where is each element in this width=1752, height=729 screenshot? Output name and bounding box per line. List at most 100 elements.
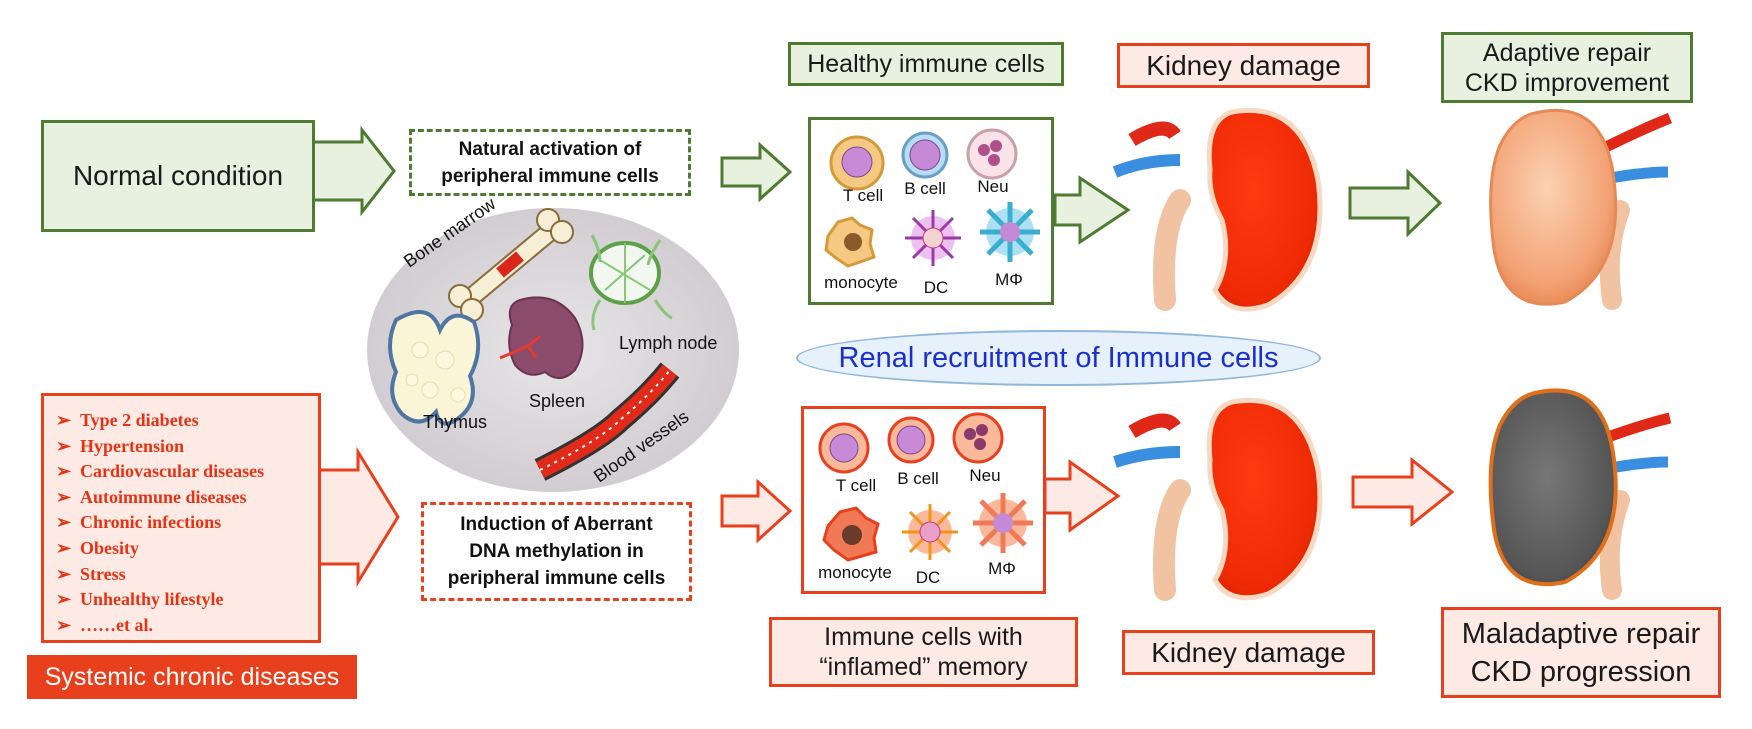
spleen-icon [499, 296, 584, 379]
bullet-arrow-icon: ➢ [56, 589, 72, 610]
inflamed-t-cell-label: T cell [835, 476, 877, 495]
bullet-arrow-icon: ➢ [56, 410, 72, 430]
arrow-kidney-to-adaptive [1348, 168, 1443, 238]
inflamed-macrophage-icon [973, 493, 1033, 553]
inflamed-neu-label: Neu [969, 466, 1001, 485]
thymus-label: Thymus [423, 412, 488, 432]
disease-item: ➢Obesity [56, 536, 318, 562]
lymph-node-icon [589, 234, 673, 331]
bone-marrow-icon [448, 208, 574, 322]
inflamed-memory-box: Immune cells with “inflamed” memory [769, 617, 1078, 687]
healthy-monocyte-label: monocyte [824, 273, 898, 292]
healthy-b-cell-label: B cell [904, 179, 946, 198]
natural-activation-box: Natural activation of peripheral immune … [409, 129, 691, 196]
kidney-damage-top-icon [1112, 108, 1323, 312]
healthy-t-cell-icon [829, 135, 885, 191]
normal-condition-label: Normal condition [72, 160, 284, 191]
inflamed-monocyte-label: monocyte [818, 563, 892, 582]
healthy-macrophage-icon [980, 202, 1040, 262]
bullet-arrow-icon: ➢ [56, 461, 72, 482]
blood-vessels-icon [534, 362, 680, 481]
arrow-diseases-to-induction [318, 446, 400, 588]
kidney-adaptive-icon [1489, 109, 1673, 310]
disease-item: ➢ Cardiovascular diseases [56, 459, 318, 485]
bullet-arrow-icon: ➢ [56, 512, 72, 533]
healthy-dc-label: DC [923, 278, 949, 297]
natural-activation-line-1: Natural activation of [458, 138, 642, 160]
disease-item: ➢ ……et al. [56, 613, 318, 639]
inflamed-immune-cells-panel [801, 406, 1046, 594]
arrow-kidney-to-maladaptive [1351, 456, 1455, 528]
disease-item: ➢ Type 2 diabetes [56, 408, 318, 434]
induction-line-2: DNA methylation in [469, 541, 644, 562]
inflamed-memory-line-2: “inflamed” memory [819, 653, 1028, 681]
disease-item: ➢ Chronic infections [56, 510, 318, 536]
arrow-healthy-to-kidney [1053, 175, 1131, 245]
spleen-label: Spleen [529, 391, 586, 411]
induction-methylation-box: Induction of Aberrant DNA methylation in… [421, 502, 692, 601]
disease-item: ➢ Unhealthy lifestyle [56, 587, 318, 613]
renal-recruitment-ellipse: Renal recruitment of Immune cells [796, 330, 1321, 386]
kidney-damage-top-label: Kidney damage [1146, 49, 1341, 81]
natural-activation-line-2: peripheral immune cells [441, 165, 659, 187]
kidney-damage-top-box: Kidney damage [1117, 43, 1370, 88]
maladaptive-repair-box: Maladaptive repair CKD progression [1441, 607, 1721, 698]
healthy-neu-label: Neu [977, 177, 1009, 196]
maladaptive-repair-line-1: Maladaptive repair [1461, 617, 1701, 650]
diseases-list-box: ➢ Type 2 diabetes ➢ Hypertension ➢ Cardiova… [41, 393, 321, 643]
healthy-immune-cells-title: Healthy immune cells [807, 50, 1045, 78]
disease-item: ➢ Autoimmune diseases [56, 485, 318, 511]
inflamed-neu-icon [952, 412, 1004, 464]
disease-label: Type 2 diabetes [80, 410, 199, 430]
adaptive-repair-line-2: CKD improvement [1464, 68, 1670, 97]
inflamed-t-cell-icon [818, 422, 870, 474]
disease-label: Chronic infections [80, 512, 222, 533]
healthy-immune-cells-panel [808, 117, 1054, 305]
adaptive-repair-line-1: Adaptive repair [1482, 38, 1652, 67]
arrow-normal-to-activation [314, 125, 396, 217]
renal-recruitment-label: Renal recruitment of Immune cells [838, 341, 1279, 374]
disease-label: ……et al. [80, 614, 153, 635]
healthy-dc-icon [905, 210, 961, 266]
maladaptive-repair-line-2: CKD progression [1470, 655, 1692, 688]
disease-label: Hypertension [80, 435, 185, 456]
kidney-damage-bottom-icon [1113, 398, 1323, 601]
healthy-immune-cells-title-box: Healthy immune cells [788, 42, 1064, 86]
normal-condition-box: Normal condition [41, 120, 315, 232]
disease-label: Cardiovascular diseases [80, 461, 265, 482]
bullet-arrow-icon: ➢ [56, 563, 72, 584]
inflamed-b-cell-icon [887, 416, 935, 464]
induction-line-3: peripheral immune cells [447, 568, 666, 589]
adaptive-repair-box: Adaptive repair CKD improvement [1441, 32, 1693, 103]
bullet-arrow-icon: ➢ [56, 486, 72, 507]
kidney-maladaptive-icon [1488, 388, 1672, 600]
inflamed-b-cell-label: B cell [897, 469, 939, 488]
systemic-chronic-diseases-label: Systemic chronic diseases [44, 662, 340, 691]
disease-item: ➢ Hypertension [56, 434, 318, 460]
arrow-induction-to-inflamed [720, 478, 793, 544]
disease-item: ➢ Stress [56, 562, 318, 588]
systemic-chronic-diseases-banner: Systemic chronic diseases [27, 655, 357, 699]
bullet-arrow-icon: ➢ [56, 435, 72, 456]
inflamed-monocyte-icon [822, 506, 880, 562]
healthy-macrophage-label: MΦ [995, 270, 1023, 289]
inflamed-dc-label: DC [915, 568, 941, 587]
induction-line-1: Induction of Aberrant [460, 514, 653, 535]
arrow-inflamed-to-kidney [1043, 459, 1121, 533]
healthy-neu-icon [966, 128, 1018, 180]
inflamed-dc-icon [902, 504, 958, 560]
inflamed-memory-line-1: Immune cells with [824, 623, 1023, 651]
bullet-arrow-icon: ➢ [56, 614, 72, 635]
kidney-damage-bottom-label: Kidney damage [1151, 636, 1346, 668]
healthy-monocyte-icon [824, 216, 876, 268]
disease-label: Unhealthy lifestyle [80, 589, 224, 610]
healthy-t-cell-label: T cell [842, 186, 884, 205]
inflamed-macrophage-label: MΦ [988, 559, 1016, 578]
disease-label: Obesity [80, 537, 140, 558]
arrow-activation-to-healthy [720, 141, 793, 203]
disease-label: Autoimmune diseases [80, 486, 247, 507]
thymus-icon [388, 310, 481, 426]
disease-label: Stress [80, 563, 126, 584]
kidney-damage-bottom-box: Kidney damage [1122, 630, 1375, 675]
